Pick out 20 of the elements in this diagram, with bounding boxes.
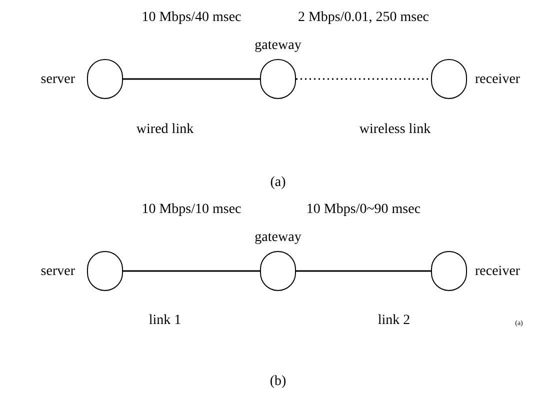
text-label: (a) (270, 174, 286, 192)
text-label: link 2 (378, 312, 410, 330)
link-line (123, 78, 260, 80)
text-label: wired link (136, 121, 194, 139)
text-label: (b) (270, 373, 286, 391)
node-name: server (40, 264, 75, 279)
edge-label: 2 Mbps/0.01, 250 msec (298, 10, 430, 25)
link-line (296, 78, 431, 80)
edge-label: 10 Mbps/10 msec (142, 202, 242, 217)
node-name: receiver (475, 72, 520, 87)
node-name: gateway (254, 38, 302, 53)
node-name: server (40, 72, 75, 87)
node-name: receiver (475, 264, 520, 279)
text-label: wireless link (359, 121, 431, 139)
link-line (123, 270, 260, 272)
link-line (296, 270, 431, 272)
edge-label: 10 Mbps/0~90 msec (306, 202, 421, 217)
node-name: gateway (254, 230, 302, 245)
text-label: link 1 (148, 312, 182, 330)
edge-label: 10 Mbps/40 msec (142, 10, 242, 25)
